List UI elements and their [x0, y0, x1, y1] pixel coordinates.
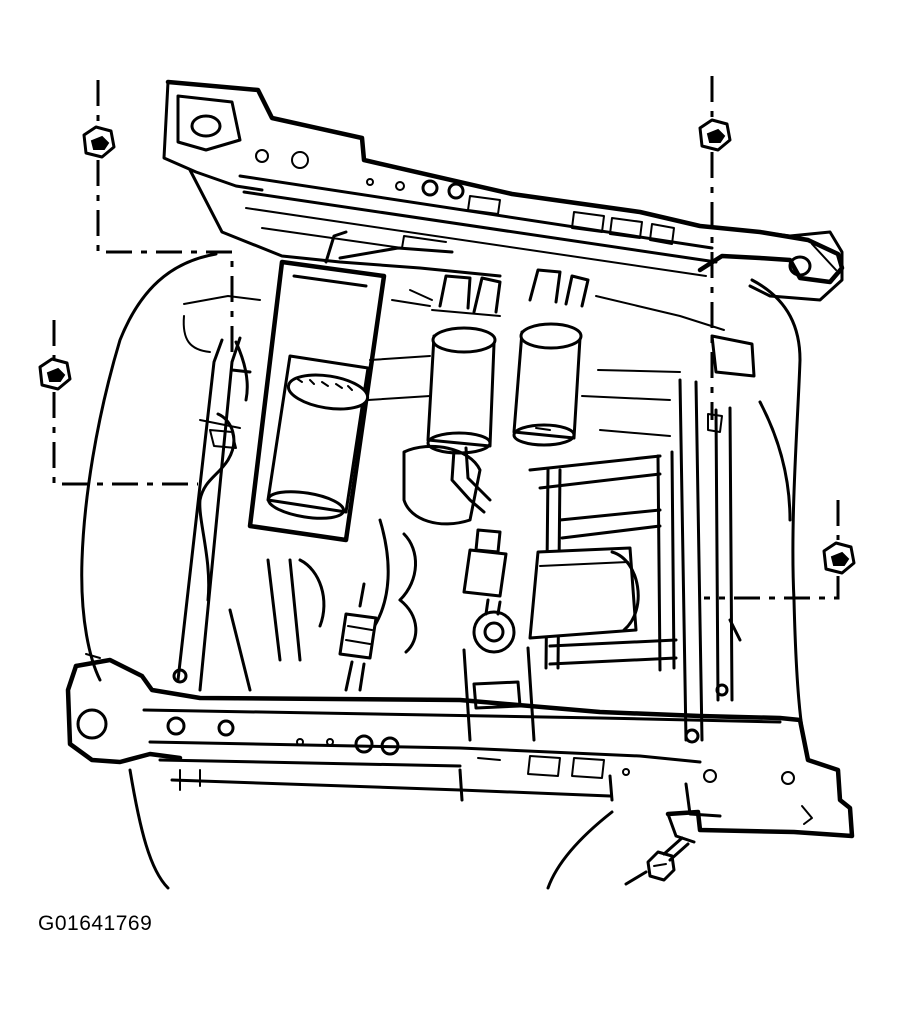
seat-cushion-outline: [80, 252, 810, 890]
nut-icon: [38, 357, 72, 391]
center-frame: [228, 289, 756, 742]
nut-icon: [822, 541, 856, 575]
power-seat-motor-assembly: [247, 230, 590, 654]
nut-icon: [82, 125, 116, 159]
left-side-rail: [176, 336, 252, 692]
leader-lines: [52, 76, 840, 600]
figure-id-label: G01641769: [38, 912, 153, 935]
bolt-icon: [624, 836, 690, 886]
front-seat-track: [65, 618, 855, 844]
nut-icon: [698, 118, 732, 152]
rear-seat-track: [162, 79, 845, 302]
